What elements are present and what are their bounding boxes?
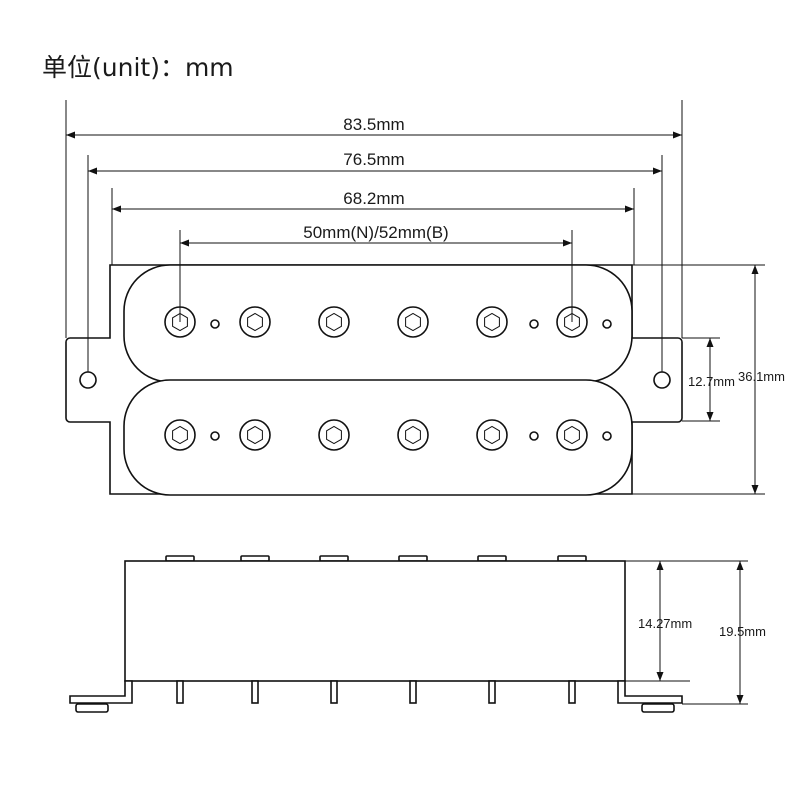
arrowhead (736, 695, 744, 704)
pickup-body-side (124, 560, 626, 682)
mount-screw-right (641, 703, 675, 713)
pole-piece (318, 419, 350, 451)
arrowhead (751, 265, 759, 274)
reference-dot (210, 431, 220, 441)
mount-screw-left (75, 703, 109, 713)
hex-socket-icon (247, 312, 263, 332)
hex-socket-icon (326, 312, 342, 332)
pole-piece (397, 419, 429, 451)
arrowhead (656, 672, 664, 681)
hex-socket-icon (172, 425, 188, 445)
arrowhead (180, 239, 189, 247)
baseplate-tab-left (69, 680, 133, 704)
dim-bobbin-length: 68.2mm (343, 189, 404, 208)
pole-stud (251, 680, 259, 704)
arrowhead (625, 205, 634, 213)
reference-dot (529, 431, 539, 441)
pole-piece (476, 306, 508, 338)
pole-stud (568, 680, 576, 704)
reference-dot (210, 319, 220, 329)
dim-total-height-top: 36.1mm (738, 369, 785, 384)
pole-pieces-lower (164, 419, 588, 451)
arrowhead (66, 131, 75, 139)
hex-socket-icon (484, 425, 500, 445)
dim-body-height: 14.27mm (638, 616, 692, 631)
coil-neck-side (123, 264, 633, 383)
reference-dots (210, 319, 612, 441)
arrowhead (112, 205, 121, 213)
hex-socket-icon (564, 425, 580, 445)
dim-total-height-side: 19.5mm (719, 624, 766, 639)
dim-mount-hole-spacing: 76.5mm (343, 150, 404, 169)
arrowhead (563, 239, 572, 247)
pole-stud (409, 680, 417, 704)
arrowhead (751, 485, 759, 494)
baseplate-tab-right (617, 680, 683, 704)
hex-socket-icon (405, 425, 421, 445)
reference-dot (529, 319, 539, 329)
pole-piece (164, 419, 196, 451)
pole-studs-bottom (176, 680, 576, 704)
arrowhead (706, 338, 714, 347)
hex-socket-icon (326, 425, 342, 445)
dim-pole-spacing: 50mm(N)/52mm(B) (303, 223, 448, 242)
arrowhead (706, 412, 714, 421)
arrowhead (736, 561, 744, 570)
pole-piece (397, 306, 429, 338)
pole-stud (330, 680, 338, 704)
hex-socket-icon (172, 312, 188, 332)
unit-label: 单位(unit)：mm (42, 53, 234, 82)
mount-hole-left (79, 371, 97, 389)
side-view: 14.27mm 19.5mm (69, 555, 766, 713)
pole-stud (176, 680, 184, 704)
pole-piece (239, 306, 271, 338)
reference-dot (602, 431, 612, 441)
dim-tab-height: 12.7mm (688, 374, 735, 389)
dim-total-width: 83.5mm (343, 115, 404, 134)
pole-stud (488, 680, 496, 704)
arrowhead (653, 167, 662, 175)
hex-socket-icon (247, 425, 263, 445)
pole-piece (318, 306, 350, 338)
hex-socket-icon (564, 312, 580, 332)
arrowhead (673, 131, 682, 139)
coil-bridge-side (123, 379, 633, 496)
reference-dot (602, 319, 612, 329)
top-view (65, 264, 683, 496)
pole-piece (556, 419, 588, 451)
pole-piece (476, 419, 508, 451)
top-dimensions: 83.5mm 76.5mm 68.2mm 50mm(N)/52mm(B) 12.… (65, 100, 785, 495)
mount-hole-right (653, 371, 671, 389)
arrowhead (88, 167, 97, 175)
hex-socket-icon (484, 312, 500, 332)
arrowhead (656, 561, 664, 570)
hex-socket-icon (405, 312, 421, 332)
pole-piece (239, 419, 271, 451)
